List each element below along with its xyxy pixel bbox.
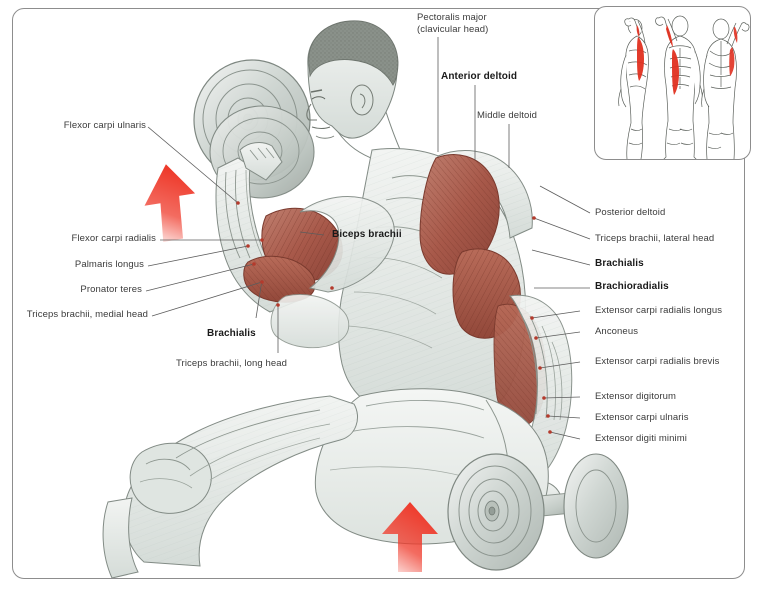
label-extensor-carpi-radialis-longus: Extensor carpi radialis longus [595,305,723,316]
inset-figure-lateral [618,17,649,159]
label-anterior-deltoid: Anterior deltoid [441,71,518,82]
inset-highlight-lateral [636,25,644,81]
inset-highlight-posterior [729,27,738,76]
label-biceps-brachii: Biceps brachii [332,229,402,240]
inset-figure-anterior [655,15,703,159]
muscle-overview-inset [594,6,751,160]
label-triceps-brachii-long-head: Triceps brachii, long head [176,358,288,369]
label-flexor-carpi-radialis: Flexor carpi radialis [71,233,156,244]
label-pectoralis-major: Pectoralis major [417,12,487,23]
inset-highlight-anterior [666,25,679,95]
label-middle-deltoid: Middle deltoid [477,110,538,121]
label-extensor-carpi-ulnaris: Extensor carpi ulnaris [595,412,689,423]
label-brachialis-right: Brachialis [595,258,644,269]
label-palmaris-longus: Palmaris longus [74,259,144,270]
label-brachioradialis: Brachioradialis [595,281,669,292]
label-triceps-brachii-medial-head: Triceps brachii, medial head [26,309,148,320]
label-anconeus: Anconeus [595,326,639,337]
inset-figure-posterior [701,18,750,159]
label-pectoralis-major-subhead: (clavicular head) [417,24,489,35]
legs [102,395,358,579]
lower-dumbbell [447,453,629,571]
label-posterior-deltoid: Posterior deltoid [595,207,666,218]
label-brachialis-left: Brachialis [207,328,256,339]
label-flexor-carpi-ulnaris: Flexor carpi ulnaris [63,120,146,131]
arrow-lower-dumbbell [382,502,438,572]
right-arm-group [419,150,573,513]
label-extensor-digitorum: Extensor digitorum [595,391,677,402]
label-extensor-digiti-minimi: Extensor digiti minimi [595,433,687,444]
athlete-head [306,20,405,169]
label-triceps-brachii-lateral-head: Triceps brachii, lateral head [595,233,715,244]
upper-dumbbell [193,59,315,199]
label-extensor-carpi-radialis-brevis: Extensor carpi radialis brevis [595,356,720,367]
label-pronator-teres: Pronator teres [80,284,142,295]
